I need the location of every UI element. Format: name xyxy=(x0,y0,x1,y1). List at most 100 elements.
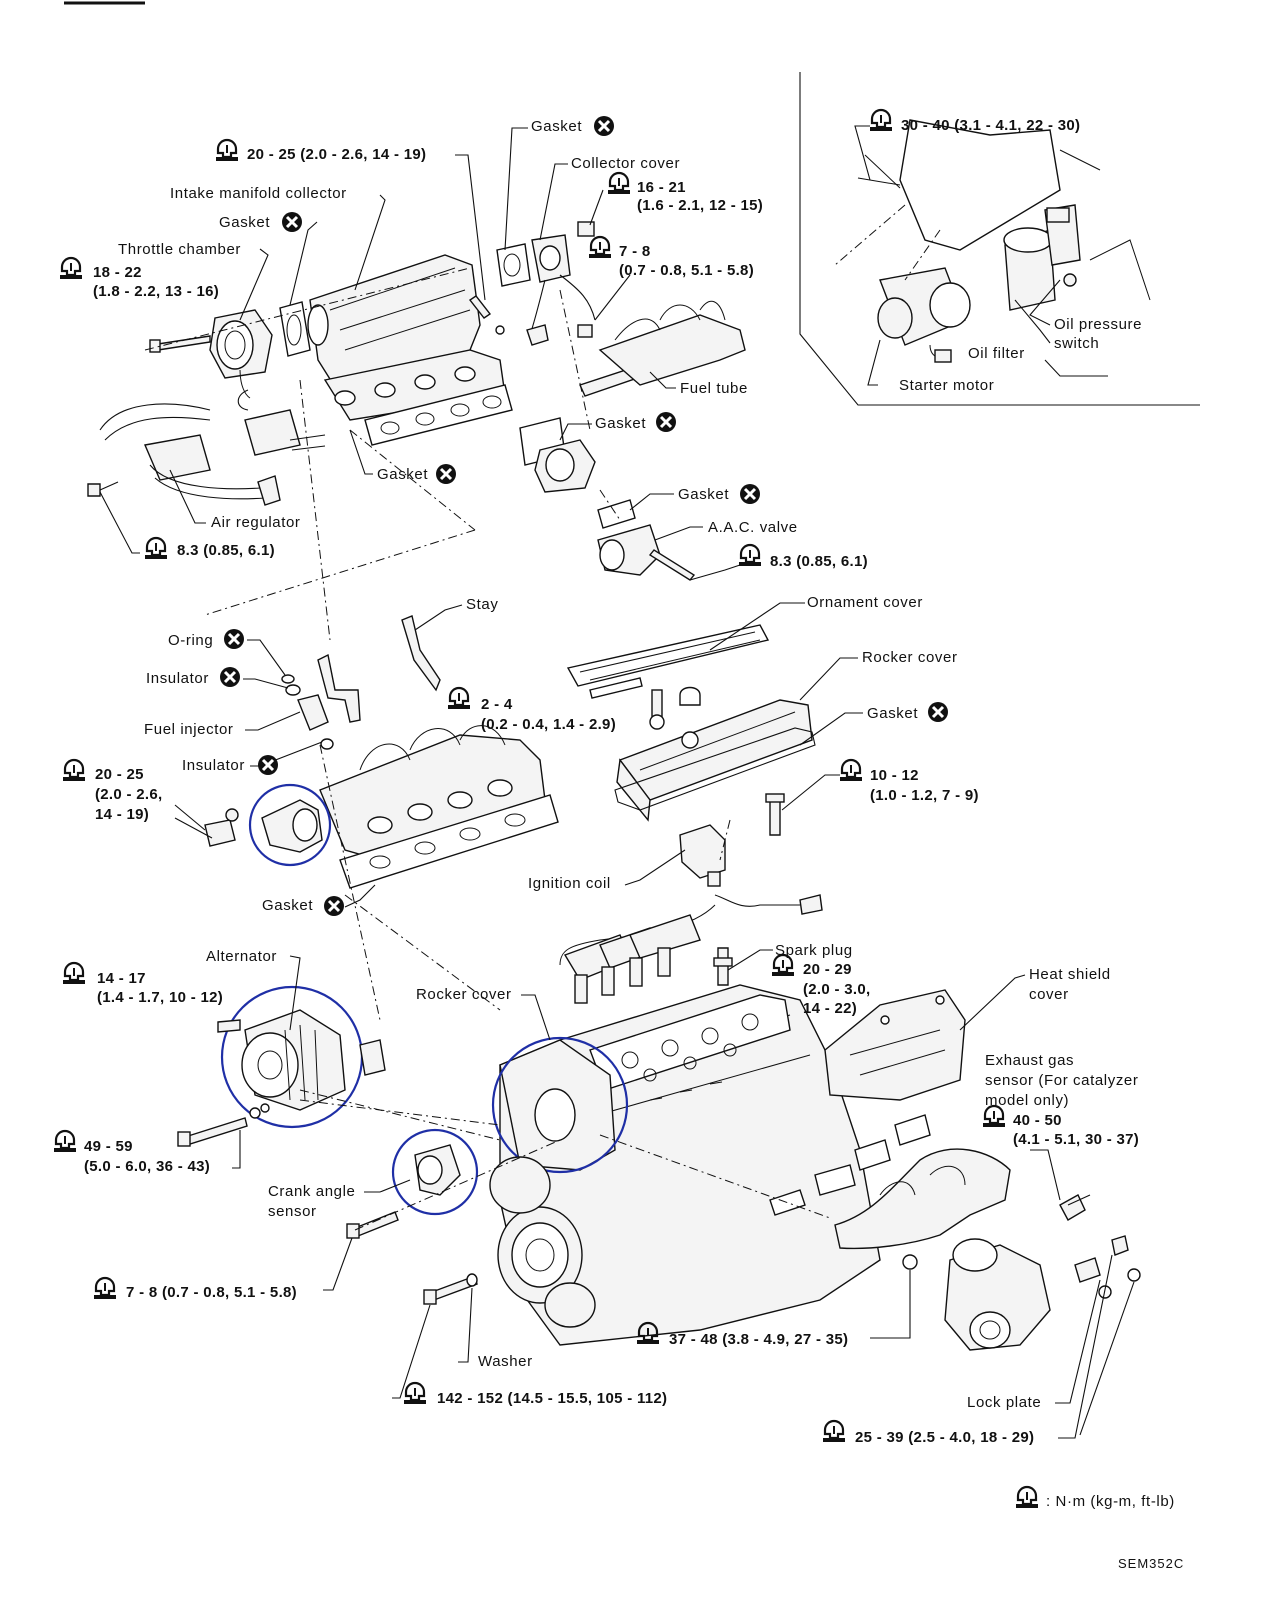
torque-alt-bolt-2: (5.0 - 6.0, 36 - 43) xyxy=(84,1158,210,1175)
label-o-ring: O-ring xyxy=(168,632,213,649)
torque-intake-3: 14 - 19) xyxy=(95,806,149,823)
label-crank-angle-2: sensor xyxy=(268,1203,317,1220)
manifold-gasket xyxy=(364,384,513,446)
label-insulator-2: Insulator xyxy=(182,757,245,774)
diagram-code: SEM352C xyxy=(1118,1556,1184,1571)
intake-gasket xyxy=(339,794,559,889)
air-regulator xyxy=(257,475,281,506)
label-insulator-1: Insulator xyxy=(146,670,209,687)
torque-alternator-2: (1.4 - 1.7, 10 - 12) xyxy=(97,989,223,1006)
label-oil-pressure-switch-2: switch xyxy=(1054,335,1099,352)
label-throttle-chamber: Throttle chamber xyxy=(118,241,241,258)
fuel-injector xyxy=(297,694,329,731)
torque-wrench-icon xyxy=(1014,1485,1040,1510)
torque-labels: 20 - 25 (2.0 - 2.6, 14 - 19) 16 - 21 (1.… xyxy=(84,117,1139,1446)
replace-x-icon xyxy=(322,894,346,918)
part-labels: Gasket Collector cover Intake manifold c… xyxy=(118,118,1142,1411)
exhaust-manifold xyxy=(834,1148,1011,1250)
label-ornament-cover: Ornament cover xyxy=(807,594,923,611)
legend: : N·m (kg-m, ft-lb) SEM352C xyxy=(1046,1493,1184,1571)
torque-alt-bolt-1: 49 - 59 xyxy=(84,1138,133,1155)
torque-spark-1: 20 - 29 xyxy=(803,961,852,978)
torque-crank-sensor: 7 - 8 (0.7 - 0.8, 5.1 - 5.8) xyxy=(126,1284,297,1301)
starter-inset xyxy=(799,72,1200,406)
torque-wrench-icon xyxy=(61,758,87,783)
label-oil-filter: Oil filter xyxy=(968,345,1025,362)
label-lock-plate: Lock plate xyxy=(967,1394,1041,1411)
label-exhaust-sensor-3: model only) xyxy=(985,1092,1069,1109)
torque-throttle-1: 18 - 22 xyxy=(93,264,142,281)
label-gasket-aac-upper: Gasket xyxy=(595,415,646,432)
label-washer: Washer xyxy=(478,1353,533,1370)
label-spark-plug: Spark plug xyxy=(775,942,853,959)
label-rocker-cover-top: Rocker cover xyxy=(862,649,958,666)
middle-parts xyxy=(204,615,823,1004)
heat-shield-cover xyxy=(824,989,966,1101)
label-gasket-rocker: Gasket xyxy=(867,705,918,722)
torque-wrench-icon xyxy=(587,235,613,260)
label-heat-shield-1: Heat shield xyxy=(1029,966,1111,983)
torque-wrench-icon xyxy=(868,108,894,133)
legend-units: : N·m (kg-m, ft-lb) xyxy=(1046,1493,1175,1510)
label-rocker-cover-lower: Rocker cover xyxy=(416,986,512,1003)
torque-intake-1: 20 - 25 xyxy=(95,766,144,783)
collector-gasket xyxy=(279,301,311,357)
torque-spark-2: (2.0 - 3.0, xyxy=(803,981,871,998)
torque-exhaust-sensor-2: (4.1 - 5.1, 30 - 37) xyxy=(1013,1131,1139,1148)
label-air-regulator: Air regulator xyxy=(211,514,301,531)
torque-cover-1: 16 - 21 xyxy=(637,179,686,196)
label-fuel-injector: Fuel injector xyxy=(144,721,234,738)
label-gasket-aac-lower: Gasket xyxy=(678,486,729,503)
label-exhaust-sensor-2: sensor (For catalyzer xyxy=(985,1072,1138,1089)
torque-wrench-icon xyxy=(446,686,472,711)
ignition-coil xyxy=(679,824,726,879)
replace-x-icon xyxy=(654,410,678,434)
label-gasket-collector: Gasket xyxy=(219,214,270,231)
label-alternator: Alternator xyxy=(206,948,277,965)
highlight-circle-water-outlet xyxy=(248,783,332,867)
replace-x-icon xyxy=(222,627,246,651)
torque-wrench-icon xyxy=(402,1381,428,1406)
replace-x-icon xyxy=(256,753,280,777)
torque-throttle-2: (1.8 - 2.2, 13 - 16) xyxy=(93,283,219,300)
highlight-circle-timing-cover xyxy=(491,1036,629,1174)
highlight-circle-crank-sensor xyxy=(391,1128,479,1216)
replace-x-icon xyxy=(926,700,950,724)
label-collector-cover: Collector cover xyxy=(571,155,680,172)
leader-lines xyxy=(99,125,1135,1439)
label-gasket-top: Gasket xyxy=(531,118,582,135)
torque-collector: 20 - 25 (2.0 - 2.6, 14 - 19) xyxy=(247,146,426,163)
torque-wrench-icon xyxy=(821,1419,847,1444)
torque-wrench-icon xyxy=(58,256,84,281)
stay xyxy=(401,615,441,692)
torque-cover-2: (1.6 - 2.1, 12 - 15) xyxy=(637,197,763,214)
torque-fuel-2: (0.7 - 0.8, 5.1 - 5.8) xyxy=(619,262,754,279)
torque-stay-2: (0.2 - 0.4, 1.4 - 2.9) xyxy=(481,716,616,733)
torque-aac: 8.3 (0.85, 6.1) xyxy=(770,553,868,570)
rocker-cover xyxy=(618,699,813,801)
torque-rocker-1: 10 - 12 xyxy=(870,767,919,784)
label-crank-angle-1: Crank angle xyxy=(268,1183,355,1200)
torque-fuel-1: 7 - 8 xyxy=(619,243,651,260)
replace-x-icon xyxy=(434,462,458,486)
replace-x-icon xyxy=(738,482,762,506)
torque-wrench-icon xyxy=(838,758,864,783)
torque-air-regulator: 8.3 (0.85, 6.1) xyxy=(177,542,275,559)
torque-alternator-1: 14 - 17 xyxy=(97,970,146,987)
upper-intake-parts xyxy=(87,221,746,581)
label-fuel-tube: Fuel tube xyxy=(680,380,748,397)
label-gasket-manifold: Gasket xyxy=(377,466,428,483)
lower-parts xyxy=(177,984,1141,1351)
label-gasket-intake: Gasket xyxy=(262,897,313,914)
collector-cover-gasket xyxy=(496,243,531,287)
replace-x-icon xyxy=(218,665,242,689)
torque-wrench-icon xyxy=(92,1276,118,1301)
label-starter-motor: Starter motor xyxy=(899,377,994,394)
torque-wrench-icon xyxy=(737,543,763,568)
torque-wrench-icon xyxy=(143,536,169,561)
torque-rocker-2: (1.0 - 1.2, 7 - 9) xyxy=(870,787,979,804)
torque-pulley: 142 - 152 (14.5 - 15.5, 105 - 112) xyxy=(437,1390,667,1407)
replace-x-icon xyxy=(592,114,616,138)
label-oil-pressure-switch-1: Oil pressure xyxy=(1054,316,1142,333)
label-aac-valve: A.A.C. valve xyxy=(708,519,798,536)
